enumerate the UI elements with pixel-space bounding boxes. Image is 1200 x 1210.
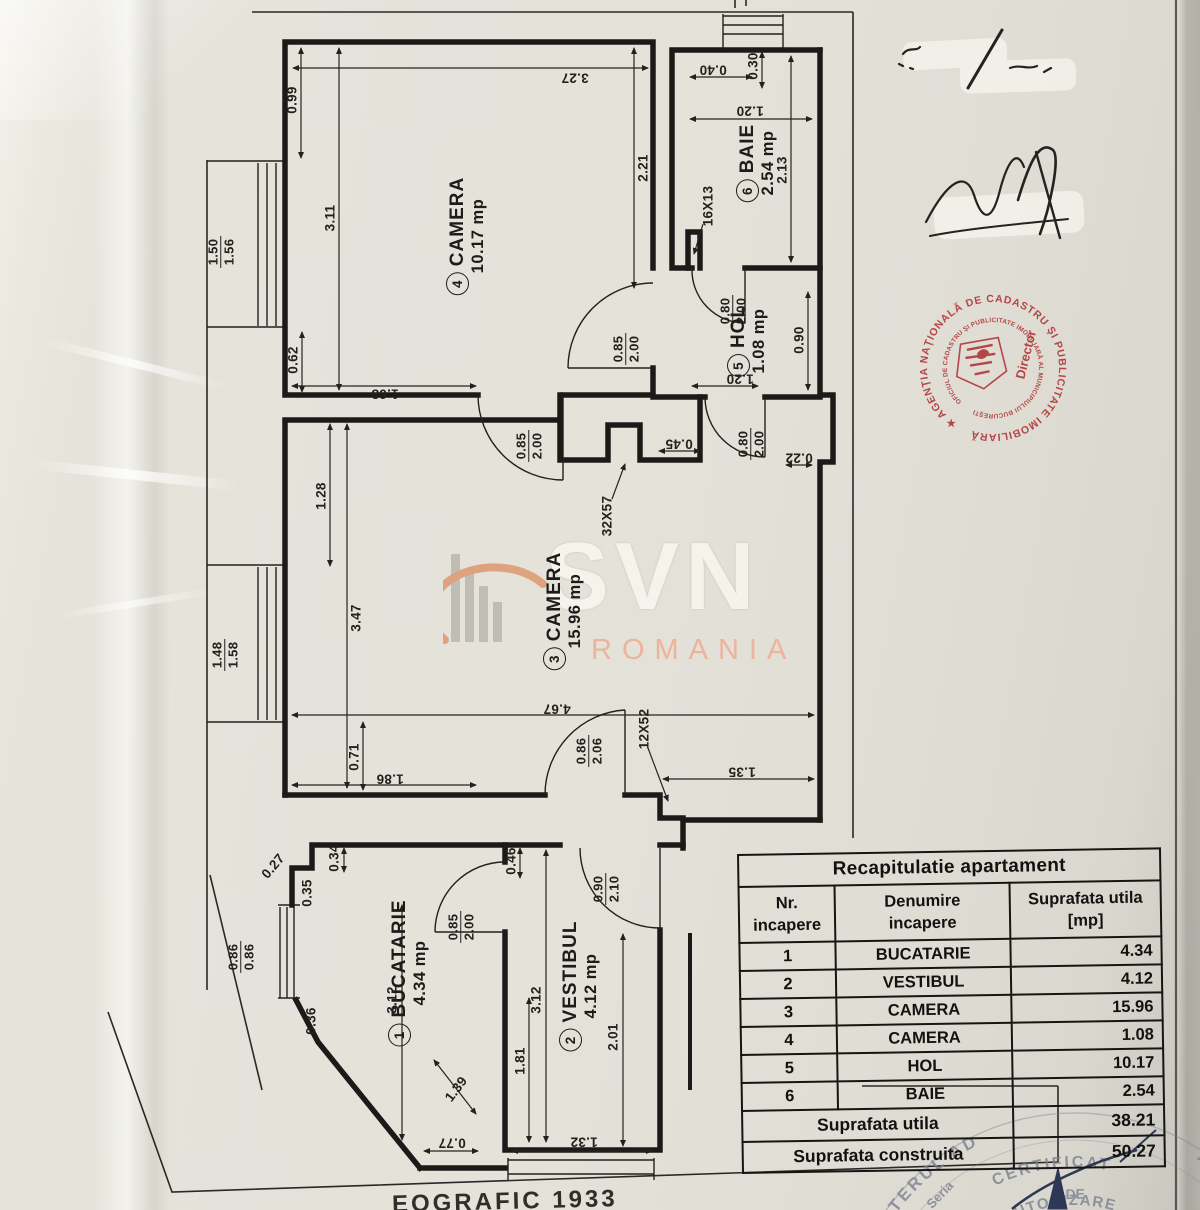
dim-label: 0.30: [745, 52, 761, 80]
dim-label: 0.62: [285, 346, 301, 374]
dim-label: 0.45: [665, 436, 693, 452]
duct-label: 32X57: [599, 495, 615, 537]
dim-label: 0.99: [284, 86, 300, 114]
dim-label: 0.90: [791, 326, 807, 354]
cell-room-name: HOL: [837, 1050, 1013, 1082]
dim-label: 0.46: [503, 847, 519, 875]
dim-label: 0.22: [785, 450, 813, 466]
cell-room-area: 10.17: [1012, 1048, 1164, 1079]
dim-label: 3.47: [348, 604, 364, 632]
handwriting-scribbles: [897, 28, 1069, 240]
dim-label: 3.12: [384, 986, 400, 1014]
cell-room-name: CAMERA: [836, 1022, 1013, 1054]
room-number-badge: 6: [736, 179, 759, 203]
stamp-outer-text: ★ AGENŢIA NAŢIONALĂ DE CADASTRU ŞI PUBLI…: [889, 264, 1097, 472]
duct-label: 12X52: [636, 708, 652, 750]
dim-label: 0.71: [346, 743, 362, 771]
walls: [282, 39, 836, 1172]
dim-label: 1.86: [376, 771, 404, 787]
stamp-gray-line2: DE: [1065, 1186, 1085, 1203]
cell-room-number: 6: [741, 1081, 839, 1111]
cell-room-area: 1.08: [1011, 1020, 1164, 1051]
outer-boundary-lines: [107, 0, 1059, 1193]
cell-room-number: 2: [739, 969, 837, 999]
coat-of-arms-emblem: [955, 336, 1008, 390]
cell-room-area: 2.54: [1012, 1076, 1164, 1107]
door-symbols: [434, 267, 766, 933]
dim-label: 0.40: [699, 62, 727, 78]
pen-signature-strokes: [1011, 1129, 1157, 1210]
cell-room-area: 15.96: [1011, 992, 1163, 1023]
dim-label: 1.81: [512, 1047, 528, 1075]
dim-label: 0.35: [299, 879, 315, 907]
recap-table: Recapitulatie apartament Nr.incapere Den…: [737, 847, 1166, 1174]
dim-label: 0.36: [303, 1007, 319, 1035]
duct-label: 16X13: [700, 185, 716, 227]
cell-room-number: 4: [740, 1025, 838, 1055]
dim-label: 3.12: [528, 986, 544, 1014]
dim-label: 1.68: [371, 386, 399, 402]
dim-label: 0.34: [326, 844, 342, 872]
total-construita-row: Suprafata construita 50.27: [742, 1135, 1165, 1173]
whiteout-patches: [902, 37, 1085, 240]
cell-room-area: 4.12: [1010, 964, 1163, 995]
cell-room-number: 1: [739, 941, 836, 971]
leader-lines: [611, 223, 704, 802]
col-header-suprafata: Suprafata utila[mp]: [1009, 880, 1162, 939]
cell-room-name: BAIE: [837, 1078, 1014, 1110]
room-number-badge: 2: [559, 1028, 582, 1052]
dim-label: 2.21: [635, 154, 651, 182]
cell-room-name: BUCATARIE: [835, 938, 1011, 970]
cell-room-name: CAMERA: [836, 994, 1012, 1026]
dim-label: 1.20: [736, 103, 764, 119]
dim-label: 1.32: [570, 1134, 598, 1150]
cell-room-number: 3: [740, 997, 837, 1027]
dim-label: 3.11: [322, 204, 338, 232]
cell-room-area: 4.34: [1010, 936, 1162, 967]
stamp-cadastru: ★ AGENŢIA NAŢIONALĂ DE CADASTRU ŞI PUBLI…: [889, 264, 1097, 472]
dim-label: 2.01: [605, 1023, 621, 1051]
dim-label: 1.28: [313, 482, 329, 510]
dim-label: 0.77: [438, 1135, 466, 1151]
window-symbols: [207, 14, 784, 1180]
room-number-badge: 3: [543, 647, 566, 671]
dim-label: 3.27: [561, 70, 589, 86]
cell-room-number: 5: [741, 1053, 838, 1083]
svg-text:★ AGENŢIA NAŢIONALĂ DE CADASTR: ★ AGENŢIA NAŢIONALĂ DE CADASTRU ŞI PUBLI…: [889, 264, 1097, 472]
dim-label: 1.35: [728, 764, 756, 780]
col-header-nr: Nr.incapere: [738, 885, 836, 943]
dimension-lines: [291, 47, 815, 1154]
dim-label: 2.13: [774, 156, 790, 184]
dim-label: 1.20: [726, 371, 754, 387]
room-number-badge: 1: [388, 1023, 411, 1047]
dim-label: 4.67: [543, 701, 571, 717]
cell-room-name: VESTIBUL: [835, 966, 1012, 998]
room-number-badge: 4: [446, 272, 469, 296]
